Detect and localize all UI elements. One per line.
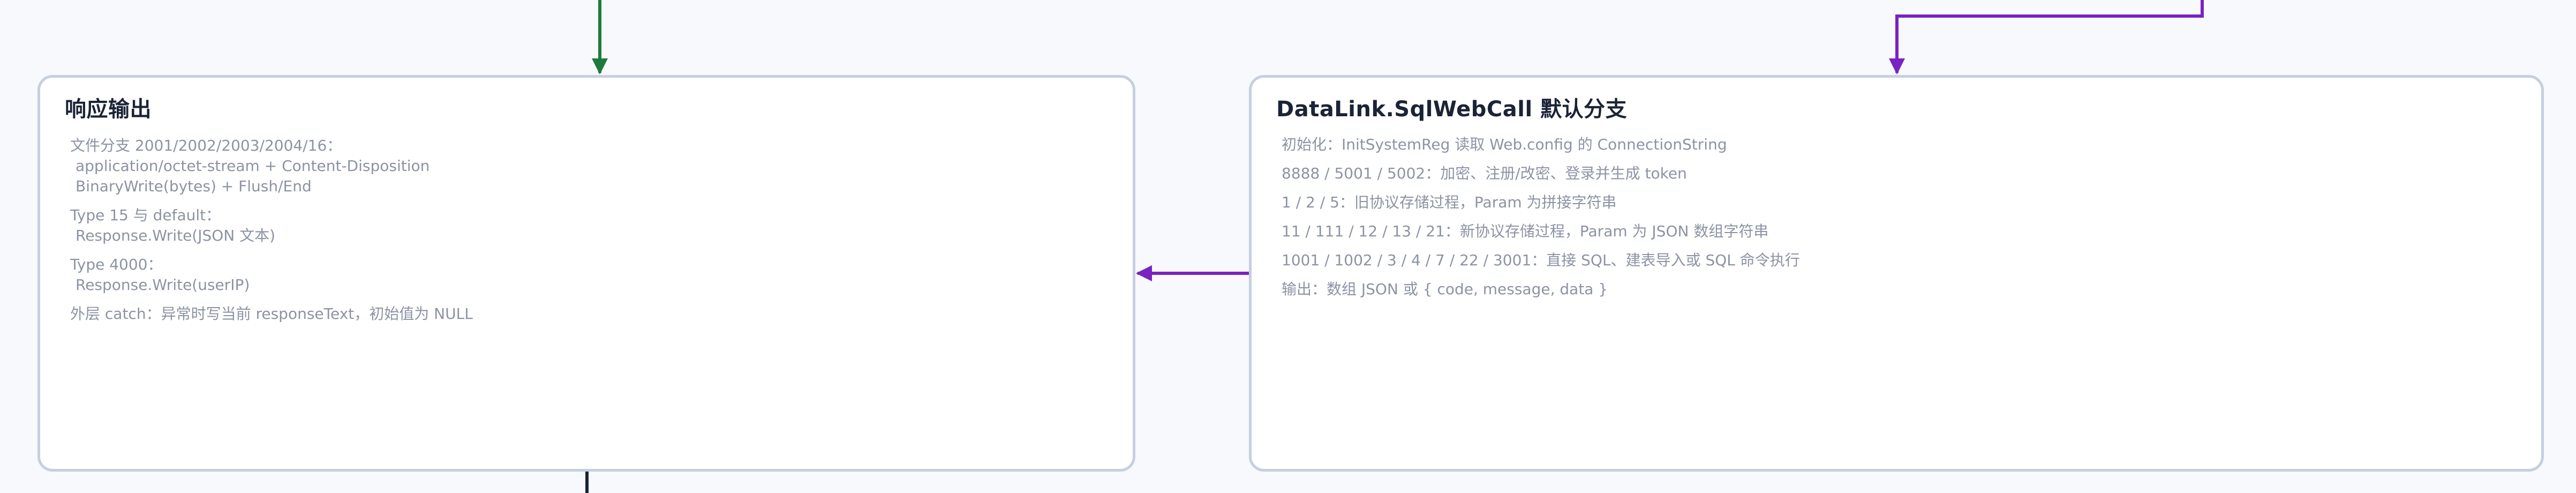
node-line: application/octet-stream + Content-Dispo…	[76, 157, 430, 175]
node-line: BinaryWrite(bytes) + Flush/End	[76, 177, 312, 195]
datalink-sqlwebcall-node[interactable]: DataLink.SqlWebCall 默认分支 初始化：InitSystemR…	[1249, 75, 2544, 472]
node-line: Response.Write(userIP)	[76, 276, 250, 294]
node-body: 初始化：InitSystemReg 读取 Web.config 的 Connec…	[1282, 130, 2520, 304]
node-line: Type 4000：	[70, 256, 163, 273]
edge-incoming-to-datalink	[1889, 0, 2204, 74]
node-line: 初始化：InitSystemReg 读取 Web.config 的 Connec…	[1282, 136, 1727, 153]
node-line: 1 / 2 / 5：旧协议存储过程，Param 为拼接字符串	[1282, 193, 1617, 211]
node-line: Response.Write(JSON 文本)	[76, 227, 276, 244]
node-body: 文件分支 2001/2002/2003/2004/16： application…	[70, 136, 1111, 324]
node-line: 文件分支 2001/2002/2003/2004/16：	[70, 137, 342, 154]
node-title: DataLink.SqlWebCall 默认分支	[1276, 97, 1628, 122]
node-title: 响应输出	[65, 97, 152, 122]
node-line: 11 / 111 / 12 / 13 / 21：新协议存储过程，Param 为 …	[1282, 222, 1769, 240]
response-output-node[interactable]: 响应输出 文件分支 2001/2002/2003/2004/16： applic…	[37, 75, 1135, 472]
node-line: 外层 catch：异常时写当前 responseText，初始值为 NULL	[70, 305, 473, 323]
node-line: 输出：数组 JSON 或 { code, message, data }	[1282, 280, 1608, 298]
node-line: 8888 / 5001 / 5002：加密、注册/改密、登录并生成 token	[1282, 165, 1687, 182]
node-line: 1001 / 1002 / 3 / 4 / 7 / 22 / 3001：直接 S…	[1282, 251, 1800, 269]
node-line: Type 15 与 default：	[70, 206, 221, 224]
